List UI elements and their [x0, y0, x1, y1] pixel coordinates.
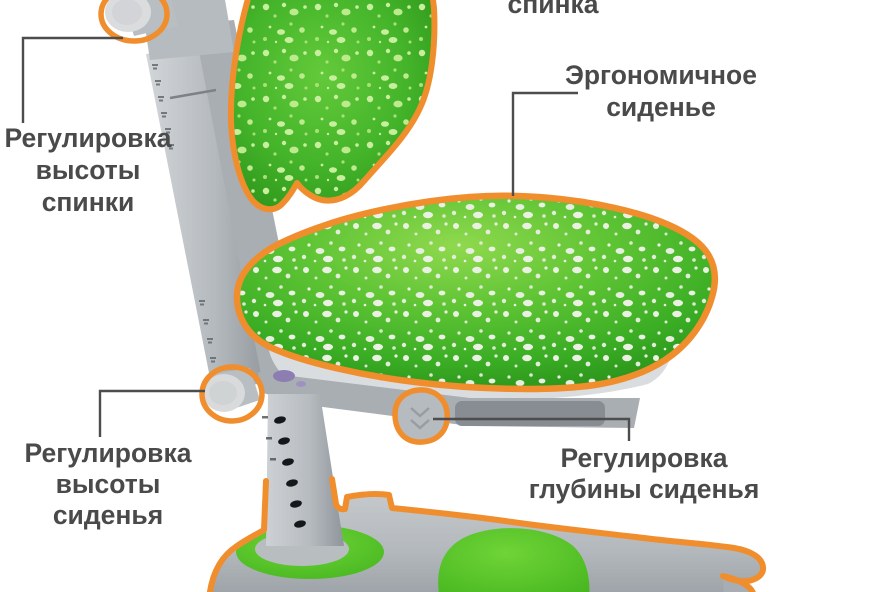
purple-accent: [273, 370, 295, 382]
chair-illustration: [98, 0, 767, 592]
labels: спинка Эргономичное сиденье Регулировка …: [5, 0, 760, 530]
leader-lines: [21, 36, 631, 441]
leader-seat-depth: [433, 417, 631, 441]
backrest-height-knob-highlight: [98, 0, 170, 44]
label-backrest-height: Регулировка высоты спинки: [5, 123, 172, 217]
svg-text:Эргономичное: Эргономичное: [565, 60, 757, 90]
leader-seat-height: [98, 389, 205, 437]
seat-depth-lever: [392, 387, 450, 445]
seat-height-knob: [199, 364, 265, 424]
svg-text:сиденье: сиденье: [606, 92, 716, 122]
base-outline-right: [329, 476, 767, 592]
label-ergonomic-seat: Эргономичное сиденье: [565, 60, 757, 122]
label-seat-height: Регулировка высоты сиденья: [25, 438, 192, 530]
svg-text:глубины сиденья: глубины сиденья: [529, 474, 760, 504]
label-backrest-top-partial: спинка: [507, 0, 598, 19]
leader-backrest-height: [21, 36, 123, 123]
svg-text:спинки: спинки: [42, 187, 135, 217]
svg-text:сиденья: сиденья: [53, 500, 163, 530]
backrest-scale-marks: [152, 64, 216, 363]
svg-text:Регулировка: Регулировка: [561, 443, 728, 473]
base-outline-left: [206, 478, 269, 592]
seat-cushion: [233, 192, 719, 393]
chair-base: [206, 476, 767, 592]
leader-ergonomic-seat: [511, 91, 578, 196]
label-seat-depth: Регулировка глубины сиденья: [529, 443, 760, 504]
backrest-cushion: [227, 0, 438, 213]
svg-text:высоты: высоты: [36, 155, 141, 185]
svg-text:Регулировка: Регулировка: [5, 123, 172, 153]
svg-text:высоты: высоты: [56, 469, 161, 499]
base-footrest-pad: [438, 528, 590, 592]
backrest-height-knob: [98, 0, 234, 60]
svg-text:Регулировка: Регулировка: [25, 438, 192, 468]
seat-height-knob-highlight: [199, 364, 265, 424]
column-holes: [274, 416, 294, 466]
